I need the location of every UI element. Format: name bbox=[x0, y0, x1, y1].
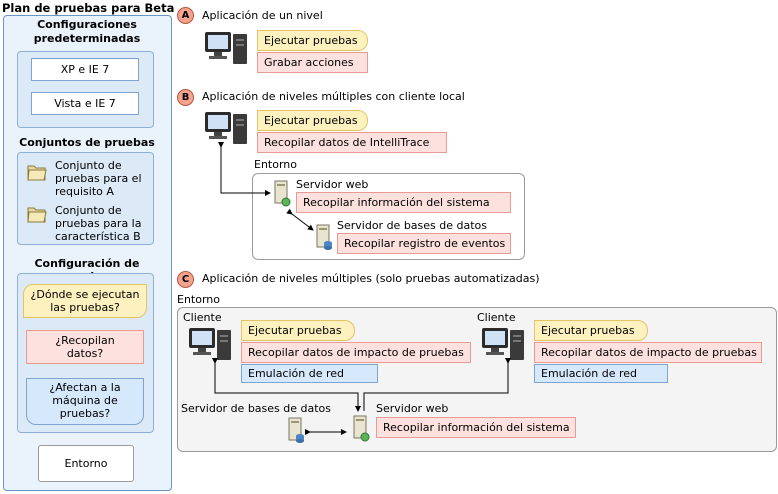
badge-b: B bbox=[177, 89, 194, 106]
network-emulation-label: Emulación de red bbox=[534, 364, 668, 383]
suites-heading: Conjuntos de pruebas bbox=[19, 136, 155, 149]
client-label: Cliente bbox=[477, 311, 516, 324]
suite-item[interactable]: Conjunto de pruebas para la característi… bbox=[55, 204, 142, 243]
web-server-label: Servidor web bbox=[376, 402, 449, 415]
computer-icon bbox=[205, 112, 247, 144]
collect-impact-data-label: Recopilar datos de impacto de pruebas bbox=[534, 342, 762, 363]
affect-machine-question: ¿Afectan a la máquina de pruebas? bbox=[26, 378, 144, 425]
collect-data-question: ¿Recopilan datos? bbox=[26, 330, 144, 364]
config-item[interactable]: Vista e IE 7 bbox=[31, 92, 139, 115]
database-server-icon bbox=[316, 224, 332, 250]
computer-icon bbox=[205, 32, 247, 64]
client-label: Cliente bbox=[183, 311, 222, 324]
server-icon bbox=[274, 180, 291, 207]
database-server-icon bbox=[288, 417, 304, 443]
web-server-label: Servidor web bbox=[296, 178, 369, 191]
section-a-title: Aplicación de un nivel bbox=[202, 9, 323, 22]
record-actions-label: Grabar acciones bbox=[257, 52, 368, 73]
where-run-question: ¿Dónde se ejecutan las pruebas? bbox=[23, 284, 147, 318]
plan-title: Plan de pruebas para Beta bbox=[2, 1, 175, 15]
run-tests-label: Ejecutar pruebas bbox=[534, 320, 648, 341]
computer-icon bbox=[189, 328, 231, 360]
run-tests-label: Ejecutar pruebas bbox=[257, 30, 368, 51]
collect-system-info-label: Recopilar información del sistema bbox=[376, 417, 576, 438]
badge-a: A bbox=[177, 7, 194, 24]
run-tests-label: Ejecutar pruebas bbox=[257, 110, 368, 131]
folder-icon bbox=[27, 207, 47, 223]
section-b-title: Aplicación de niveles múltiples con clie… bbox=[202, 90, 465, 103]
suite-item[interactable]: Conjunto de pruebas para el requisito A bbox=[55, 159, 142, 198]
server-icon bbox=[353, 415, 370, 442]
run-tests-label: Ejecutar pruebas bbox=[241, 320, 355, 341]
collect-intellitrace-label: Recopilar datos de IntelliTrace bbox=[257, 132, 447, 153]
environment-button[interactable]: Entorno bbox=[38, 445, 134, 482]
collect-system-info-label: Recopilar información del sistema bbox=[296, 192, 511, 213]
config-item[interactable]: XP e IE 7 bbox=[31, 58, 139, 81]
badge-c: C bbox=[177, 271, 194, 288]
folder-icon bbox=[27, 165, 47, 181]
db-server-label: Servidor de bases de datos bbox=[337, 219, 488, 232]
collect-event-log-label: Recopilar registro de eventos bbox=[337, 233, 511, 254]
configs-heading: Configuraciones predeterminadas bbox=[33, 18, 141, 45]
environment-label: Entorno bbox=[177, 293, 220, 306]
section-c-title: Aplicación de niveles múltiples (solo pr… bbox=[202, 272, 540, 285]
computer-icon bbox=[482, 328, 524, 360]
